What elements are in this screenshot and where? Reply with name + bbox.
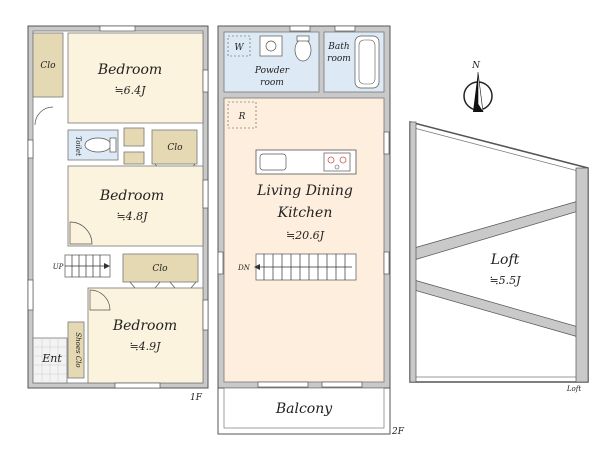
closet-mid bbox=[151, 129, 198, 165]
powder-room-line1: Powder bbox=[254, 66, 290, 76]
compass: N bbox=[463, 61, 493, 113]
closet-bottom bbox=[122, 253, 199, 283]
washer-label: W bbox=[234, 43, 244, 53]
closet-small-a bbox=[123, 127, 145, 147]
second-floor-stairs-label: DN bbox=[237, 264, 251, 272]
compass-north-label: N bbox=[471, 61, 481, 71]
bedroom-bottom-name: Bedroom bbox=[112, 318, 177, 334]
bathroom-line2: room bbox=[327, 54, 351, 64]
bedroom-bottom-door bbox=[89, 289, 111, 311]
first-floor-label: 1F bbox=[190, 393, 203, 403]
ldk-line1: Living Dining bbox=[256, 183, 353, 199]
loft-floor-label: Loft bbox=[566, 385, 581, 393]
bedroom-bottom bbox=[87, 287, 204, 384]
shoes-closet-label: Shoes Clo bbox=[74, 332, 82, 367]
second-floor-plan: W Powder room Bath room R Living Dining … bbox=[217, 25, 405, 437]
bedroom-mid bbox=[67, 165, 204, 247]
bedroom-top bbox=[67, 32, 204, 124]
toilet-tank-icon bbox=[109, 137, 117, 153]
closet-top-label: Clo bbox=[40, 61, 56, 71]
second-floor-windows bbox=[217, 25, 390, 388]
refrigerator-space bbox=[227, 101, 257, 129]
ldk-line2: Kitchen bbox=[277, 205, 333, 221]
bathroom-line1: Bath bbox=[327, 42, 349, 52]
balcony-label: Balcony bbox=[275, 401, 333, 417]
loft-wall-right bbox=[575, 167, 589, 383]
entrance-label: Ent bbox=[41, 352, 62, 365]
powder-room-line2: room bbox=[260, 78, 284, 88]
bedroom-mid-size: ≒4.8J bbox=[116, 210, 148, 223]
closet-top bbox=[32, 32, 64, 98]
shoes-closet bbox=[67, 321, 85, 379]
washer-space bbox=[227, 35, 251, 57]
sink-icon bbox=[259, 35, 283, 57]
loft-room-name: Loft bbox=[490, 252, 520, 268]
refrigerator-label: R bbox=[238, 112, 246, 122]
bedroom-top-name: Bedroom bbox=[97, 62, 162, 78]
first-floor-stairs bbox=[64, 254, 111, 278]
closet-mid-label: Clo bbox=[167, 143, 183, 153]
first-floor-plan: Clo Bedroom ≒6.4J Toilet Clo Bedroom ≒4.… bbox=[27, 25, 209, 403]
closet-bottom-label: Clo bbox=[152, 264, 168, 274]
entrance-tiles bbox=[32, 337, 68, 384]
second-floor-label: 2F bbox=[391, 427, 405, 437]
loft-room-size: ≒5.5J bbox=[489, 274, 521, 287]
bedroom-mid-door bbox=[69, 221, 93, 245]
bedroom-top-size: ≒6.4J bbox=[114, 84, 146, 97]
toilet-label: Toilet bbox=[74, 136, 82, 156]
bedroom-bottom-size: ≒4.9J bbox=[129, 340, 161, 353]
loft-plan: Loft ≒5.5J Loft bbox=[409, 121, 589, 393]
first-floor-windows bbox=[27, 25, 209, 389]
hall-door-top bbox=[34, 106, 54, 126]
bathtub-icon bbox=[354, 35, 380, 89]
bedroom-mid-name: Bedroom bbox=[99, 188, 164, 204]
toilet-2f-icon bbox=[294, 38, 312, 62]
kitchen-counter bbox=[255, 149, 357, 175]
second-floor-stairs bbox=[254, 253, 357, 281]
toilet-bowl-icon bbox=[84, 137, 112, 153]
first-floor-stairs-label: UP bbox=[53, 263, 64, 271]
ldk-size: ≒20.6J bbox=[286, 229, 325, 242]
closet-small-b bbox=[123, 151, 145, 165]
loft-wall-left bbox=[409, 121, 417, 383]
